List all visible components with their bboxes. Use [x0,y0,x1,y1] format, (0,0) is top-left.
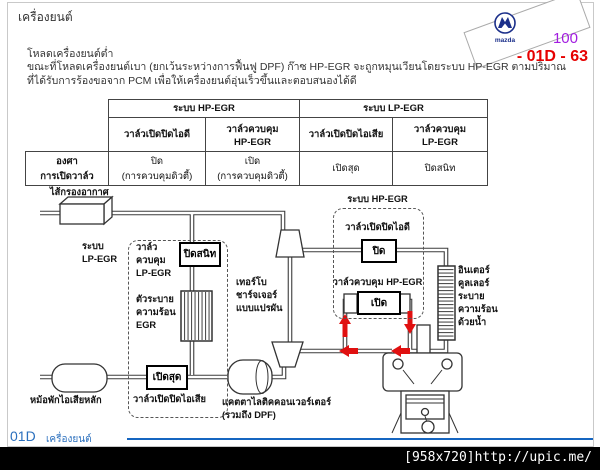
label-lp-system: ระบบ LP-EGR [82,241,118,265]
col-hp-egr-valve: วาล์วควบคุม HP-EGR [205,117,300,152]
colgroup-lp-egr: ระบบ LP-EGR [299,99,488,118]
label-hp-system: ระบบ HP-EGR [347,194,408,204]
exhaust-shutter-state-box: เปิดสุด [146,365,188,390]
egr-system-diagram [40,195,463,434]
section-heading: โหลดเครื่องยนต์ต่ำ [27,48,114,60]
turbo-compressor-shape [275,229,305,258]
lp-egr-system-boundary [128,240,228,418]
label-catalyst: แคตตาไลติคคอนเวอร์เตอร์ (รวมถึง DPF) [222,397,332,421]
label-exhaust-shutter: วาล์วเปิดปิดไอเสีย [133,394,206,404]
label-lp-valve: วาล์ว ควบคุม LP-EGR [136,242,172,279]
colgroup-hp-egr: ระบบ HP-EGR [108,99,300,118]
col-intake-shutter: วาล์วเปิดปิดไอดี [108,117,206,152]
label-air-filter: ไส้กรองอากาศ [50,187,109,197]
page-number: 100 [552,30,578,47]
egr-cooler-shape [180,290,213,342]
air-filter-shape [58,195,114,226]
logo-band [463,0,591,70]
lp-valve-state-box: ปิดสนิท [179,242,221,267]
value-hp-egr-valve: เปิด (การควบคุมดิวตี้) [205,151,300,186]
flow-arrows [339,311,416,357]
label-intercooler: อินเตอร์ คูลเลอร์ ระบาย ความร้อน ด้วยน้ำ [458,265,498,328]
turbo-turbine-shape [271,341,304,368]
body-paragraph: ขณะที่โหลดเครื่องยนต์เบา (ยกเว้นระหว่างก… [27,61,567,87]
muffler-shape [51,363,108,393]
footer-section-code: 01D [10,428,36,444]
label-egr-cooler: ตัวระบาย ความร้อน EGR [136,294,176,331]
hp-valve-state-box: เปิด [357,291,401,315]
footer-divider [127,438,593,440]
col-lp-egr-valve: วาล์วควบคุม LP-EGR [392,117,488,152]
valve-state-table: ระบบ HP-EGR ระบบ LP-EGR วาล์วเปิดปิดไอดี… [25,99,488,186]
label-hp-valve: วาล์วควบคุม HP-EGR [332,277,423,287]
hp-egr-system-boundary [333,208,424,319]
engine-shape [382,324,463,434]
intercooler-shape [437,265,456,341]
page-border [7,2,594,447]
mazda-emblem-icon [494,12,516,34]
col-exhaust-shutter: วาล์วเปิดปิดไอเสีย [299,117,393,152]
mazda-logo: mazda [463,0,591,70]
value-exhaust-shutter: เปิดสุด [299,151,393,186]
label-intake-shutter: วาล์วเปิดปิดไอดี [345,222,410,232]
table-corner-cell [26,100,109,152]
watermark-text: [958x720]http://upic.me/ [404,450,592,465]
page-title: เครื่องยนต์ [18,10,73,24]
intake-shutter-state-box: ปิด [361,239,397,263]
label-turbocharger: เทอร์โบ ชาร์จเจอร์ แบบแปรผัน [236,277,283,314]
mazda-logo-text: mazda [495,37,516,44]
catalyst-shape [227,359,273,395]
row-label-valve-opening: องศา การเปิดวาล์ว [25,151,109,186]
value-intake-shutter: ปิด (การควบคุมดิวตี้) [108,151,206,186]
value-lp-egr-valve: ปิดสนิท [392,151,488,186]
page-code: - 01D - 63 [516,48,588,65]
label-muffler: หม้อพักไอเสียหลัก [30,395,102,405]
watermark-bar: [958x720]http://upic.me/ [0,447,600,470]
footer-section-title: เครื่องยนต์ [46,434,92,445]
